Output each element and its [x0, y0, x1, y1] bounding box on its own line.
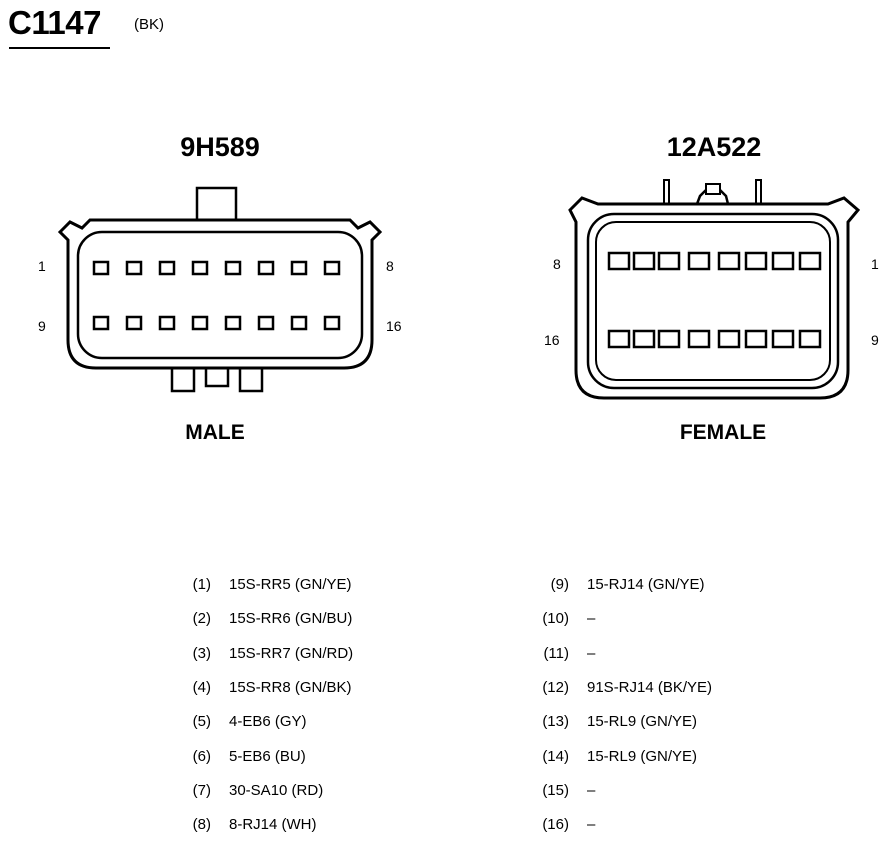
pin-wire: 91S-RJ14 (BK/YE)	[587, 678, 713, 696]
pin-wire: 15-RL9 (GN/YE)	[587, 747, 698, 765]
male-pin-label-top-right: 8	[386, 258, 394, 274]
male-pin-cavities	[92, 260, 341, 331]
male-pin-label-bottom-left: 9	[38, 318, 46, 334]
pin-number: (14)	[542, 747, 569, 765]
female-pin-label-bottom-right: 9	[871, 332, 879, 348]
pin-wire: 5-EB6 (BU)	[229, 747, 306, 765]
pin-wire: 15-RL9 (GN/YE)	[587, 713, 698, 731]
pin-wire: –	[587, 644, 596, 662]
pin-wire: 15S-RR5 (GN/YE)	[229, 576, 352, 593]
title-underline	[9, 47, 110, 49]
pin-number: (9)	[550, 576, 569, 593]
pin-number: (10)	[542, 610, 569, 628]
male-pin-label-top-left: 1	[38, 258, 46, 274]
pin-wire: 8-RJ14 (WH)	[229, 816, 317, 834]
pin-wire: –	[587, 816, 596, 834]
pin-number: (11)	[543, 644, 569, 662]
pin-number: (6)	[192, 747, 211, 765]
female-pin-cavities	[607, 251, 822, 349]
pin-number: (12)	[542, 678, 569, 696]
pin-wire: 15S-RR7 (GN/RD)	[229, 644, 354, 662]
female-pin-label-bottom-left: 16	[544, 332, 560, 348]
pin-number: (7)	[192, 781, 211, 799]
male-gender-label: MALE	[185, 421, 245, 444]
pin-number: (8)	[192, 816, 211, 834]
pin-wire: –	[587, 610, 596, 628]
pin-number: (13)	[542, 713, 569, 731]
pin-wire: 30-SA10 (RD)	[229, 781, 324, 799]
pin-wire: 15S-RR8 (GN/BK)	[229, 678, 352, 696]
female-gender-label: FEMALE	[679, 421, 767, 444]
pin-wire: 15S-RR6 (GN/BU)	[229, 610, 353, 628]
pin-wire: 4-EB6 (GY)	[229, 713, 307, 731]
pin-number: (16)	[542, 816, 569, 834]
female-pin-label-top-left: 8	[553, 256, 561, 272]
pin-number: (4)	[192, 678, 211, 696]
connector-id: C1147	[8, 4, 101, 41]
pin-number: (5)	[192, 713, 211, 731]
female-part-number: 12A522	[666, 132, 762, 162]
pin-wire: 15-RJ14 (GN/YE)	[587, 576, 705, 593]
male-pin-label-bottom-right: 16	[386, 318, 402, 334]
pin-number: (2)	[192, 610, 211, 628]
female-pin-label-top-right: 1	[871, 256, 879, 272]
pin-number: (1)	[192, 576, 211, 593]
male-part-number: 9H589	[180, 132, 260, 162]
pin-wire: –	[587, 781, 596, 799]
pin-number: (15)	[542, 781, 569, 799]
connector-color-code: (BK)	[134, 16, 164, 33]
pin-number: (3)	[192, 644, 211, 662]
